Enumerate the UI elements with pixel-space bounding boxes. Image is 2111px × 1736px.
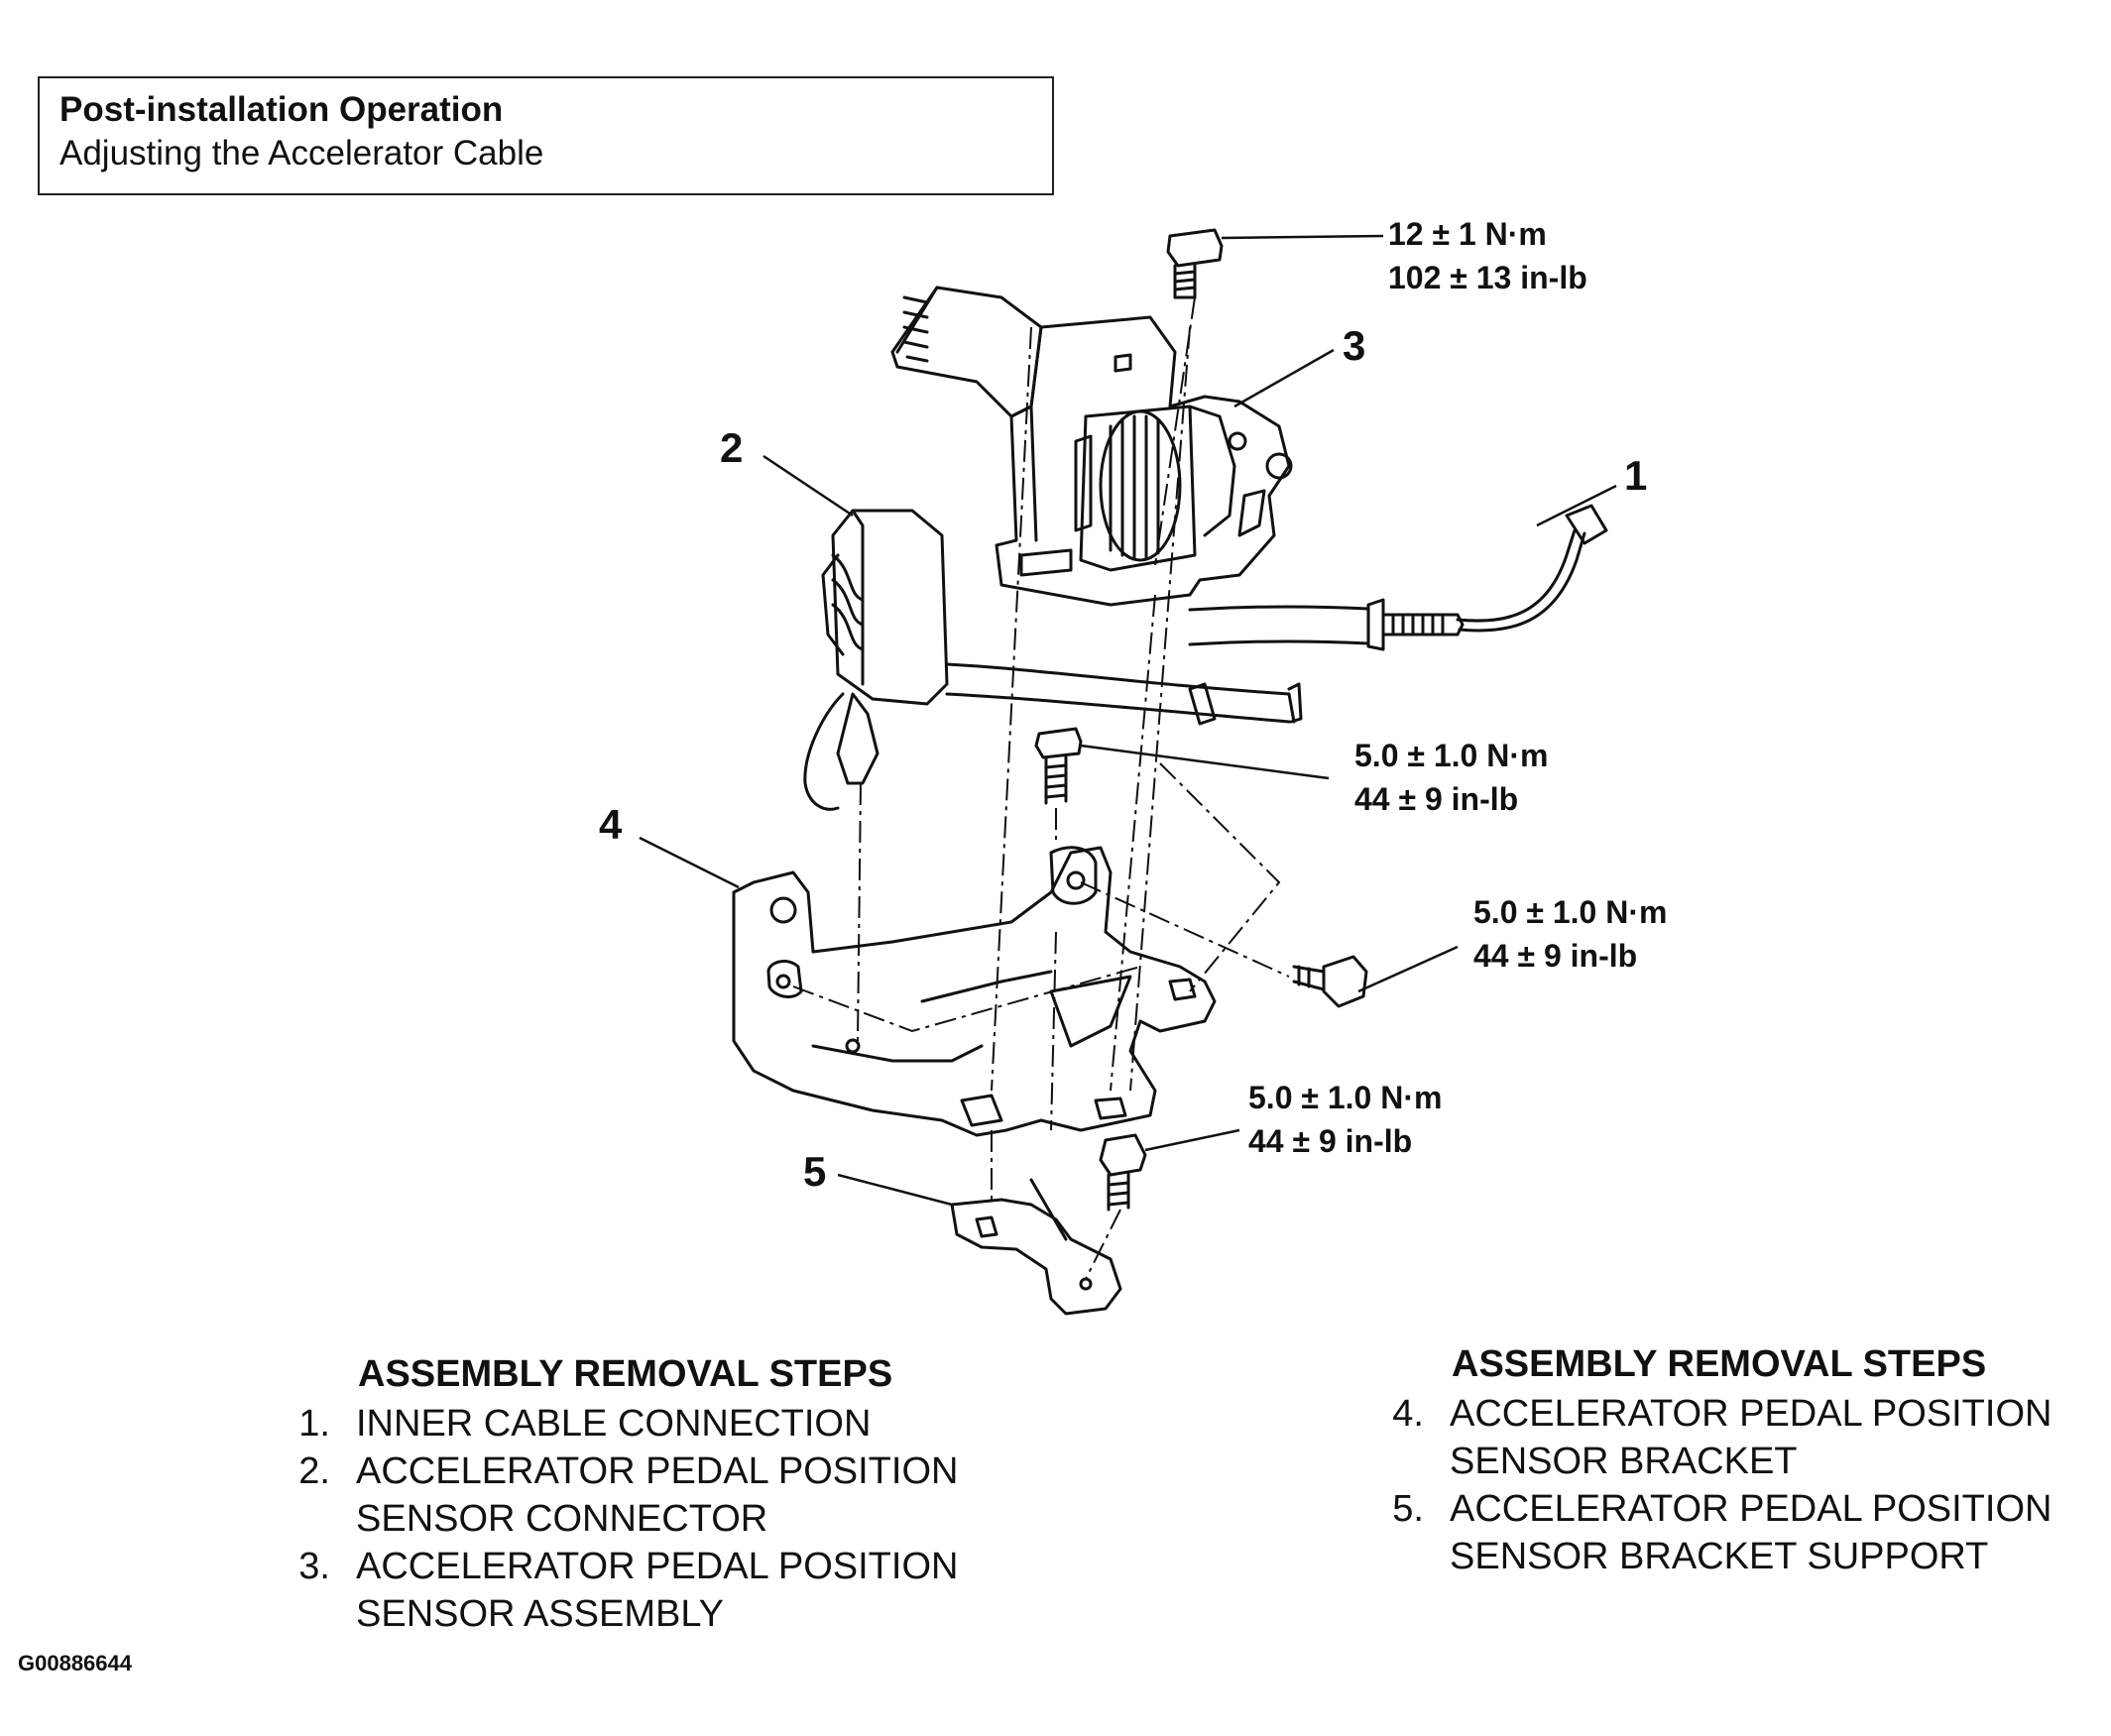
callout-4: 4 bbox=[599, 801, 623, 848]
step-item: 2. ACCELERATOR PEDAL POSITION SENSOR CON… bbox=[263, 1447, 958, 1543]
leader-lines bbox=[639, 234, 1617, 1207]
figure-id: G00886644 bbox=[18, 1651, 132, 1676]
side-bolt-icon bbox=[1292, 955, 1368, 1008]
torque-nm: 5.0 ± 1.0 N·m bbox=[1354, 738, 1549, 773]
step-number: 5. bbox=[1392, 1488, 1424, 1530]
step-item: 4. ACCELERATOR PEDAL POSITION SENSOR BRA… bbox=[1356, 1390, 2052, 1485]
step-number: 4. bbox=[1392, 1393, 1424, 1435]
torque-spec-lower: 5.0 ± 1.0 N·m 44 ± 9 in-lb bbox=[1248, 1076, 1442, 1163]
torque-nm: 12 ± 1 N·m bbox=[1388, 216, 1547, 252]
torque-nm: 5.0 ± 1.0 N·m bbox=[1473, 894, 1668, 930]
info-box-subtitle: Adjusting the Accelerator Cable bbox=[59, 134, 544, 173]
step-item: 5. ACCELERATOR PEDAL POSITION SENSOR BRA… bbox=[1356, 1485, 2052, 1580]
step-number: 2. bbox=[298, 1450, 330, 1492]
step-text: ACCELERATOR PEDAL POSITION SENSOR BRACKE… bbox=[1450, 1393, 2052, 1482]
steps-left-list: 1. INNER CABLE CONNECTION 2. ACCELERATOR… bbox=[263, 1400, 958, 1638]
steps-right-list: 4. ACCELERATOR PEDAL POSITION SENSOR BRA… bbox=[1356, 1390, 2052, 1580]
sensor-assembly-icon bbox=[995, 315, 1293, 607]
step-text: ACCELERATOR PEDAL POSITION SENSOR BRACKE… bbox=[1450, 1488, 2052, 1577]
sensor-connector-housing-icon bbox=[890, 286, 1043, 418]
info-box-title: Post-installation Operation bbox=[59, 90, 504, 129]
lower-bolt-icon bbox=[1099, 1133, 1147, 1212]
bracket-support-icon bbox=[950, 1178, 1122, 1316]
torque-inlb: 44 ± 9 in-lb bbox=[1354, 781, 1519, 817]
alignment-lines bbox=[792, 296, 1290, 1280]
callout-3: 3 bbox=[1343, 322, 1366, 369]
step-text: ACCELERATOR PEDAL POSITION SENSOR CONNEC… bbox=[356, 1450, 959, 1540]
step-text: ACCELERATOR PEDAL POSITION SENSOR ASSEMB… bbox=[356, 1546, 959, 1635]
step-number: 3. bbox=[298, 1546, 330, 1587]
inner-cable-icon bbox=[1188, 504, 1608, 651]
steps-right-heading: ASSEMBLY REMOVAL STEPS bbox=[1452, 1343, 1987, 1385]
info-box: Post-installation Operation Adjusting th… bbox=[38, 76, 1054, 195]
callout-1: 1 bbox=[1624, 452, 1648, 499]
torque-spec-side: 5.0 ± 1.0 N·m 44 ± 9 in-lb bbox=[1473, 890, 1667, 978]
torque-spec-middle: 5.0 ± 1.0 N·m 44 ± 9 in-lb bbox=[1354, 734, 1548, 821]
harness-connector-icon bbox=[803, 509, 949, 811]
torque-nm: 5.0 ± 1.0 N·m bbox=[1248, 1080, 1443, 1115]
torque-inlb: 102 ± 13 in-lb bbox=[1388, 260, 1587, 295]
callout-2: 2 bbox=[720, 424, 744, 471]
callout-5: 5 bbox=[803, 1148, 827, 1195]
step-item: 3. ACCELERATOR PEDAL POSITION SENSOR ASS… bbox=[263, 1543, 958, 1638]
step-item: 1. INNER CABLE CONNECTION bbox=[263, 1400, 958, 1447]
step-text: INNER CABLE CONNECTION bbox=[356, 1403, 872, 1445]
top-bolt-icon bbox=[1166, 228, 1224, 299]
wire-harness-icon bbox=[945, 662, 1303, 726]
sensor-bracket-icon bbox=[732, 846, 1217, 1137]
torque-inlb: 44 ± 9 in-lb bbox=[1248, 1123, 1413, 1159]
steps-left-heading: ASSEMBLY REMOVAL STEPS bbox=[358, 1353, 893, 1395]
step-number: 1. bbox=[298, 1403, 330, 1445]
torque-spec-top: 12 ± 1 N·m 102 ± 13 in-lb bbox=[1388, 212, 1587, 299]
bracket-bolt-icon bbox=[1034, 727, 1083, 805]
torque-inlb: 44 ± 9 in-lb bbox=[1473, 938, 1638, 974]
